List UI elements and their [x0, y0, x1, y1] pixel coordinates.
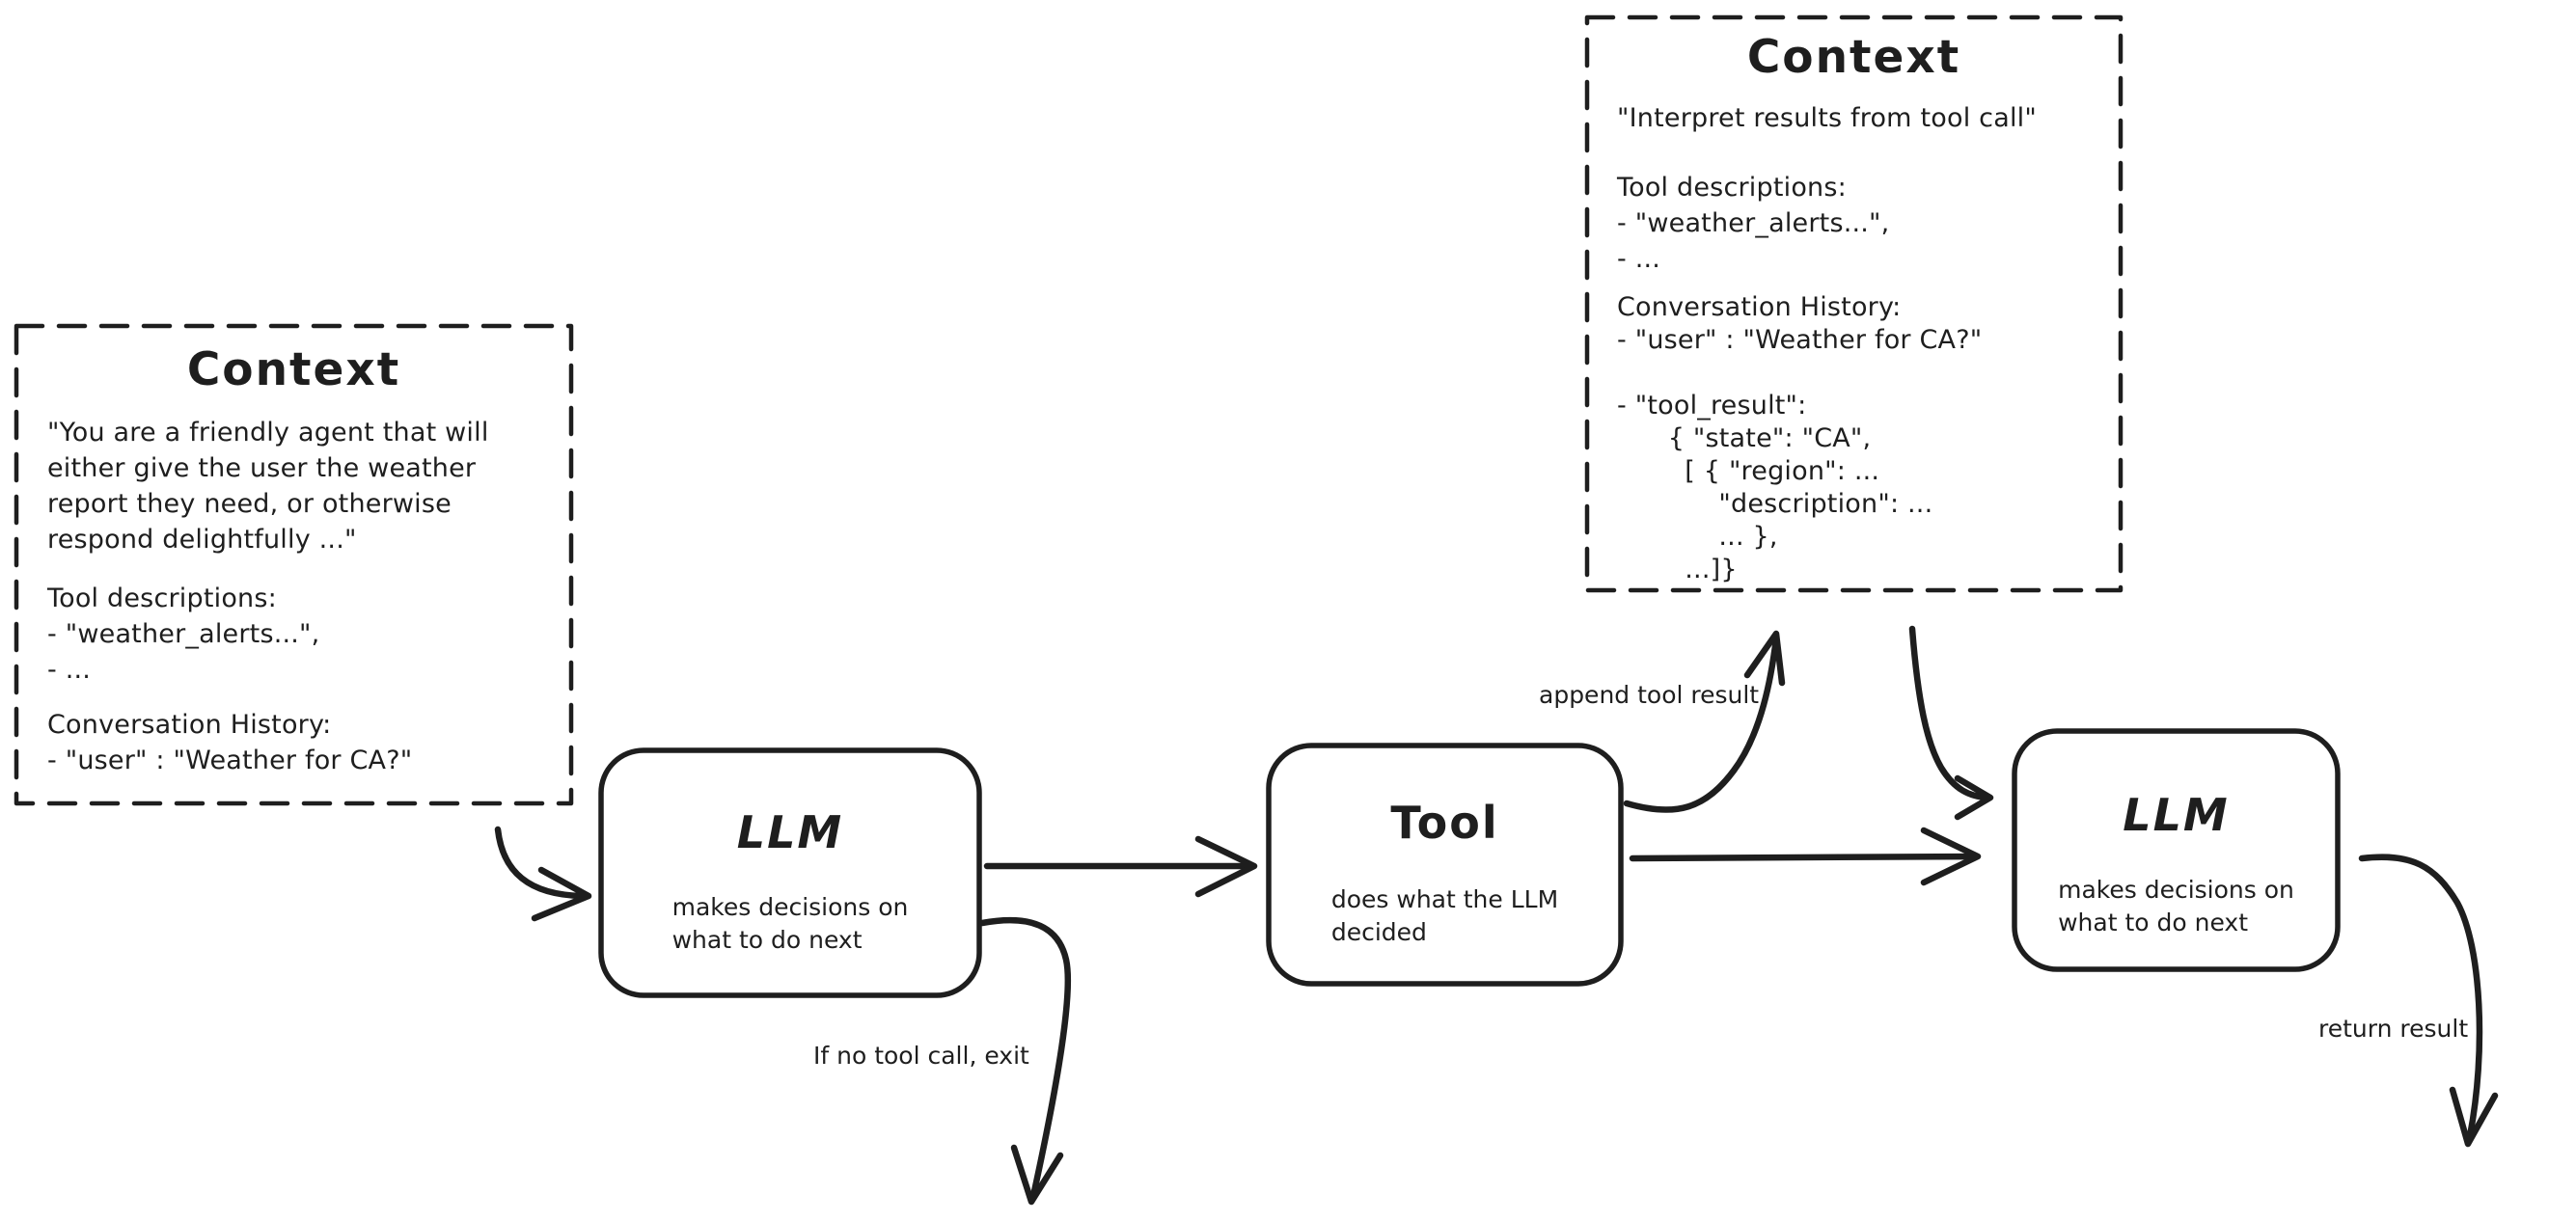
context-left-title: Context: [186, 343, 401, 396]
context-left-tool-descriptions: Tool descriptions: - "weather_alerts..."…: [47, 583, 320, 685]
context-top-box: [1584, 14, 2124, 593]
arrow-llm-second-return: [2358, 854, 2499, 1148]
llm-first-node-subtitle: makes decisions on what to do next: [671, 893, 909, 954]
context-left-box: [14, 323, 574, 806]
tool-node-subtitle: does what the LLM decided: [1330, 885, 1559, 946]
context-left-conversation-history: Conversation History: - "user" : "Weathe…: [47, 710, 413, 775]
edge-label-return-result: return result: [2318, 1015, 2469, 1043]
shape-stroke-group: [14, 14, 2499, 1206]
context-top-title: Context: [1746, 31, 1961, 84]
edge-label-no-tool-call-exit: If no tool call, exit: [813, 1042, 1029, 1070]
context-left-system-prompt: "You are a friendly agent that will eith…: [47, 418, 489, 555]
arrow-context-left-to-llm-first: [494, 826, 592, 922]
llm-first-node-box: [598, 747, 982, 998]
llm-second-node-title: LLM: [2123, 789, 2230, 841]
edge-label-append-tool-result: append tool result: [1539, 681, 1760, 709]
llm-first-node-title: LLM: [736, 806, 844, 858]
context-top-instruction: "Interpret results from tool call": [1617, 103, 2037, 133]
arrow-context-top-to-llm-second: [1908, 625, 1994, 821]
tool-node-subtitle-wrap: does what the LLM decided: [1269, 883, 1621, 949]
llm-second-node-subtitle: makes decisions on what to do next: [2058, 876, 2294, 936]
tool-node-box: [1266, 743, 1624, 987]
tool-node-title: Tool: [1390, 797, 1499, 849]
arrow-llm-first-exit: [978, 916, 1072, 1206]
llm-first-node-subtitle-wrap: makes decisions on what to do next: [601, 891, 979, 957]
arrow-tool-to-context-top: [1623, 630, 1786, 813]
llm-second-node-box: [2012, 728, 2341, 972]
arrow-tool-to-llm-second: [1629, 827, 1982, 886]
arrow-llm-first-to-tool: [983, 835, 1258, 898]
llm-second-node-subtitle-wrap: makes decisions on what to do next: [2014, 874, 2338, 939]
context-top-conversation-history: Conversation History: - "user" : "Weathe…: [1617, 292, 1983, 584]
context-top-tool-descriptions: Tool descriptions: - "weather_alerts..."…: [1617, 173, 1890, 274]
